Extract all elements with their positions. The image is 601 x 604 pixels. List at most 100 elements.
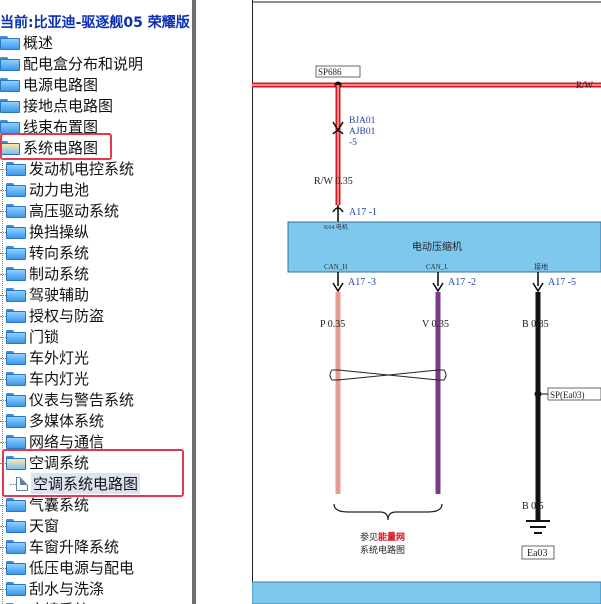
tree-connector [0, 526, 6, 527]
tree-connector [0, 589, 6, 590]
pin-name-can-l: CAN_L [426, 263, 449, 271]
folder-icon [6, 182, 26, 197]
tree-connector [0, 253, 6, 254]
tree-item-system-child[interactable]: 高压驱动系统 [6, 200, 119, 221]
folder-icon [6, 203, 26, 218]
tree-item-root[interactable]: 电源电路图 [0, 74, 98, 95]
tree-item-after[interactable]: 刮水与洗涤 [6, 578, 104, 599]
tree-item-system-child[interactable]: 仪表与警告系统 [6, 389, 134, 410]
folder-icon [6, 308, 26, 323]
tree-connector [0, 316, 6, 317]
tree-connector [0, 505, 6, 506]
tree-item-label: 空调系统电路图 [31, 473, 141, 494]
inline-connector-bottom [332, 130, 344, 135]
tree-item-system-child[interactable]: 发动机电控系统 [6, 158, 134, 179]
ground-point-label: Ea03 [527, 548, 548, 559]
tree-item-label: 网络与通信 [29, 433, 105, 451]
panel-splitter[interactable] [192, 0, 196, 604]
tree-item-system-child[interactable]: 换挡操纵 [6, 221, 89, 242]
folder-icon [6, 266, 26, 281]
tree-item-root[interactable]: 配电盒分布和说明 [0, 53, 143, 74]
folder-icon [6, 413, 26, 428]
tree-item-system-child[interactable]: 车外灯光 [6, 347, 89, 368]
tree-item-system-child[interactable]: 驾驶辅助 [6, 284, 89, 305]
pin-name-can-h: CAN_H [324, 263, 347, 271]
tree-connector [0, 295, 6, 296]
connector-label-2: AJB01 [349, 127, 376, 137]
folder-open-icon [6, 455, 26, 470]
folder-icon [6, 392, 26, 407]
tree-item-root[interactable]: 接地点电路图 [0, 95, 113, 116]
folder-icon [6, 518, 26, 533]
tree-item-label: 多媒体系统 [29, 412, 105, 430]
reference-prefix: 参见 [360, 531, 378, 543]
tree-item-after[interactable]: 车窗升降系统 [6, 536, 119, 557]
tree-item-system-child[interactable]: 授权与防盗 [6, 305, 104, 326]
folder-icon [6, 329, 26, 344]
tree-item-system-child[interactable]: 动力电池 [6, 179, 89, 200]
folder-icon [6, 224, 26, 239]
wire-b-0-5-label: B 0.5 [522, 501, 544, 512]
circuit-diagram-svg: SP686 R/W BJA01 AJB01 -5 R/W 0.35 A17 -1… [252, 0, 601, 604]
tree-item-label: 电源电路图 [23, 76, 99, 94]
tree-item-after[interactable]: 气囊系统 [6, 494, 89, 515]
tree-item-system-child[interactable]: 车内灯光 [6, 368, 89, 389]
top-wire-label: R/W [576, 80, 594, 90]
ground-splice-box [547, 387, 601, 401]
folder-icon [0, 98, 20, 113]
folder-icon [6, 161, 26, 176]
panel-gap [196, 0, 252, 604]
wire-upper-label: R/W 0.35 [314, 176, 353, 187]
tree-item-system-child[interactable]: 网络与通信 [6, 431, 104, 452]
tree-item-label: 接地点电路图 [23, 97, 114, 115]
tree-item-label: 车窗升降系统 [29, 538, 120, 556]
tree-connector [0, 400, 6, 401]
tree-item-after[interactable]: 天窗 [6, 515, 59, 536]
tree-item-label: 动力电池 [29, 181, 90, 199]
tree-item-label: 授权与防盗 [29, 307, 105, 325]
output-pin-2 [432, 272, 444, 293]
compressor-module[interactable] [287, 221, 601, 273]
folder-icon [6, 245, 26, 260]
tree-item-label: 制动系统 [29, 265, 90, 283]
highlight-ac-system [2, 449, 184, 497]
folder-icon [6, 560, 26, 575]
folder-icon [6, 371, 26, 386]
splice-sp686-box [315, 65, 361, 78]
tree-item-after[interactable]: 座椅系统 [6, 599, 89, 604]
circuit-diagram: SP686 R/W BJA01 AJB01 -5 R/W 0.35 A17 -1… [252, 0, 601, 604]
tree-connector [0, 211, 6, 212]
tree-item-system-child[interactable]: 转向系统 [6, 242, 89, 263]
tree-item-system-circuit[interactable]: 系统电路图 [0, 137, 98, 158]
folder-icon [6, 539, 26, 554]
tree-item-after[interactable]: 低压电源与配电 [6, 557, 134, 578]
wire-p-label: P 0.35 [320, 319, 345, 330]
tree-connector [0, 568, 6, 569]
tree-item-ac-system[interactable]: 空调系统 [6, 452, 89, 473]
folder-icon [6, 287, 26, 302]
tree-item-label: 发动机电控系统 [29, 160, 135, 178]
tree-connector [0, 232, 6, 233]
tree-item-label: 驾驶辅助 [29, 286, 90, 304]
tree-item-label: 系统电路图 [23, 139, 99, 157]
tree-item-label: 低压电源与配电 [29, 559, 135, 577]
tree-item-root[interactable]: 概述 [0, 32, 53, 53]
brace-symbol [333, 503, 443, 521]
reference-link: 能量网 [378, 531, 405, 543]
tree-item-label: 刮水与洗涤 [29, 580, 105, 598]
tree-item-label: 线束布置图 [23, 118, 99, 136]
tree-item-ac-circuit[interactable]: 空调系统电路图 [16, 473, 141, 494]
tree-item-label: 气囊系统 [29, 496, 90, 514]
tree-item-system-child[interactable]: 制动系统 [6, 263, 89, 284]
document-icon [16, 476, 28, 491]
pin-a17-2-label: A17 -2 [448, 277, 476, 288]
pin-a17-1-label: A17 -1 [349, 207, 377, 218]
tree-item-system-child[interactable]: 多媒体系统 [6, 410, 104, 431]
tree-item-label: 空调系统 [29, 454, 90, 472]
navigation-tree: 当前:比亚迪-驱逐舰05 荣耀版 概述配电盒分布和说明电源电路图接地点电路图线束… [0, 0, 192, 604]
highlight-system-circuit [0, 133, 112, 160]
tree-item-label: 仪表与警告系统 [29, 391, 135, 409]
ground-splice-label: SP(Ea03) [550, 390, 585, 400]
wire-v-label: V 0.35 [422, 319, 449, 330]
tree-item-system-child[interactable]: 门锁 [6, 326, 59, 347]
